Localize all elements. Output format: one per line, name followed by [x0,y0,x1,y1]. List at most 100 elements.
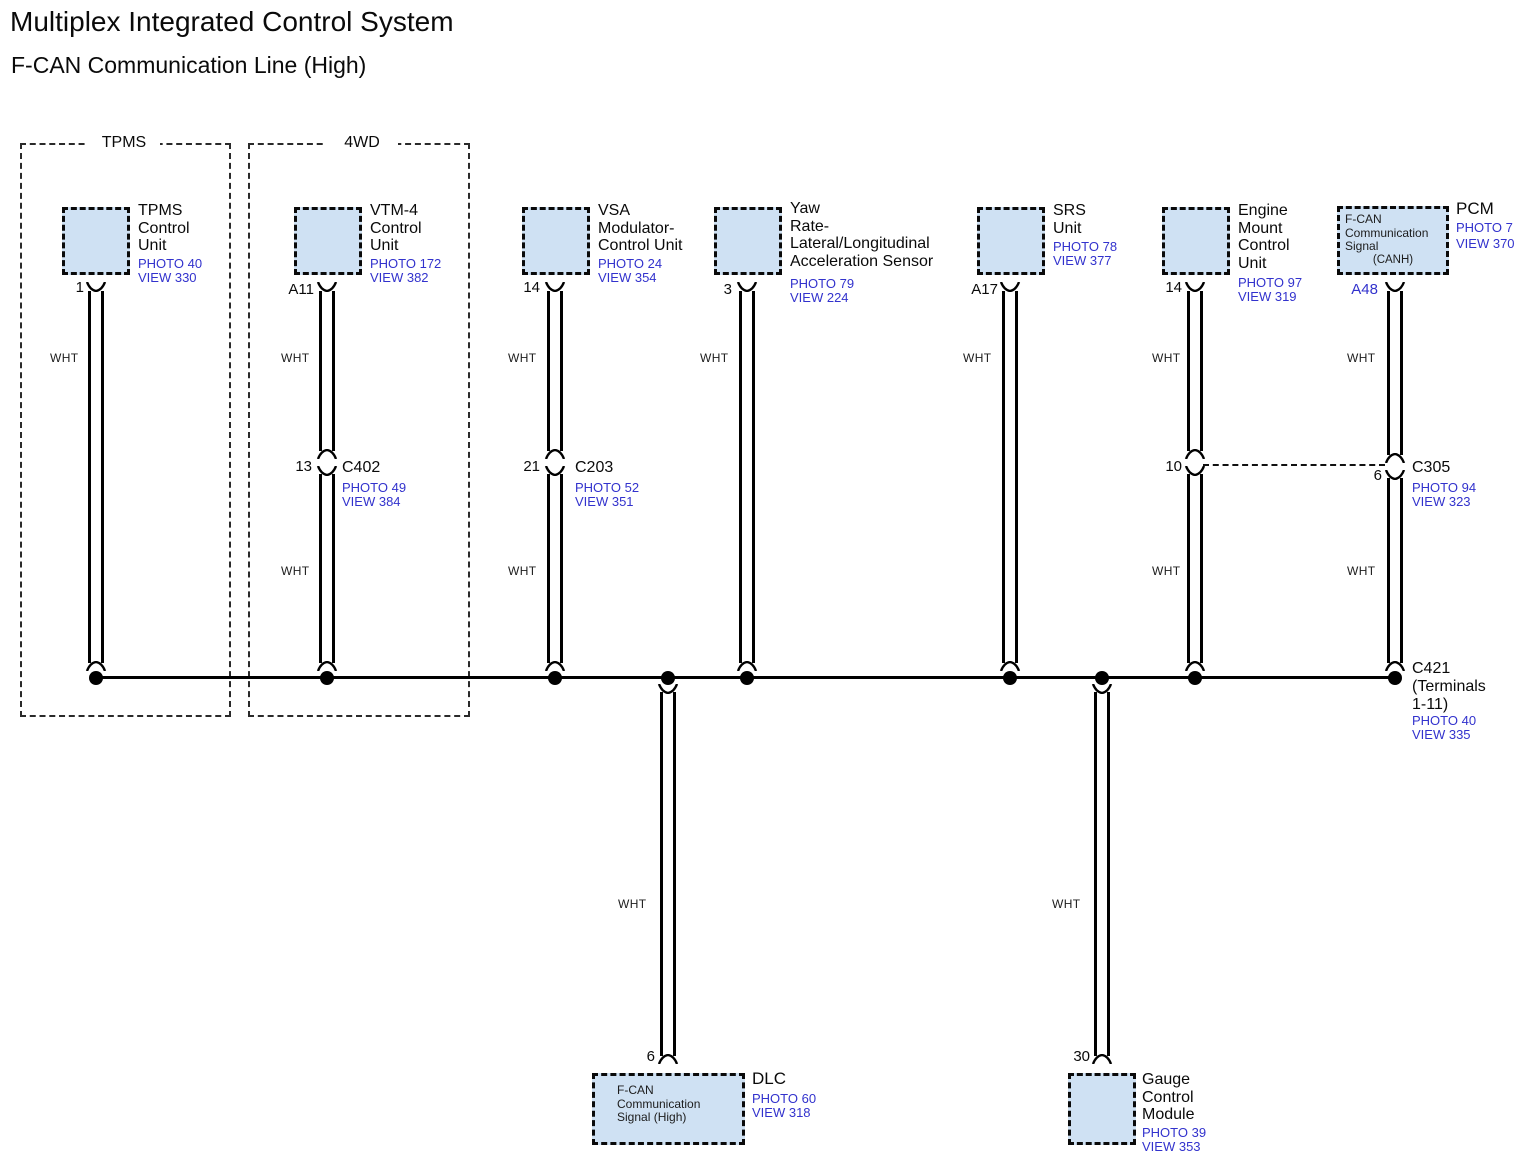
wire-terminal-icon [1091,1054,1113,1064]
wire-terminal-icon [316,449,338,459]
wire-terminal-icon [1184,282,1206,292]
srs-unit-box [977,207,1045,275]
c402-label: C402 [342,459,381,476]
wire-color-label: WHT [1347,564,1376,578]
pcm-photo-link[interactable]: PHOTO 7 [1456,220,1513,235]
gauge-label: Gauge Control Module [1142,1071,1195,1123]
pcm-inner-label: F-CAN Communication Signal [1345,212,1429,253]
c305-right-pin: 6 [1373,467,1382,484]
c421-view-link[interactable]: VIEW 335 [1412,727,1471,742]
junction-dot [1003,671,1017,685]
c305-left-pin: 10 [1165,458,1182,475]
vtm4-view-link[interactable]: VIEW 382 [370,270,429,285]
tpms-control-unit-box [62,207,130,275]
tpms-group-label: TPMS [88,134,160,152]
gauge-pin: 30 [1073,1048,1090,1065]
wire-color-label: WHT [508,564,537,578]
dlc-view-link[interactable]: VIEW 318 [752,1105,811,1120]
wire-engine-upper [1187,291,1203,451]
page-title: Multiplex Integrated Control System [10,6,454,37]
junction-dot [320,671,334,685]
4wd-group-label: 4WD [326,134,398,152]
dlc-inner-label: F-CAN Communication Signal (High) [617,1083,701,1124]
c305-dashed-link [1203,464,1385,466]
wire-gauge-drop [1094,692,1110,1056]
engine-mount-box [1162,207,1230,275]
vsa-view-link[interactable]: VIEW 354 [598,270,657,285]
c402-photo-link[interactable]: PHOTO 49 [342,480,407,495]
c305-label: C305 [1412,459,1451,476]
wire-color-label: WHT [281,351,310,365]
junction-dot [89,671,103,685]
wire-terminal-icon [1184,449,1206,459]
wire-terminal-icon [544,282,566,292]
wire-terminal-icon [85,282,107,292]
tpms-photo-link[interactable]: PHOTO 40 [138,256,203,271]
c305-photo-link[interactable]: PHOTO 94 [1412,480,1477,495]
wire-color-label: WHT [1152,564,1181,578]
wire-color-label: WHT [281,564,310,578]
yaw-view-link[interactable]: VIEW 224 [790,290,849,305]
yaw-photo-link[interactable]: PHOTO 79 [790,276,855,291]
wire-color-label: WHT [1052,897,1081,911]
wire-color-label: WHT [50,351,79,365]
wire-terminal-icon [1184,466,1206,476]
c203-view-link[interactable]: VIEW 351 [575,494,634,509]
srs-photo-link[interactable]: PHOTO 78 [1053,239,1118,254]
wire-terminal-icon [544,466,566,476]
wire-terminal-icon [736,661,758,671]
c305-view-link[interactable]: VIEW 323 [1412,494,1471,509]
c421-label: C421 (Terminals 1-11) [1412,660,1486,713]
gauge-control-module-box [1068,1073,1136,1145]
junction-dot [661,671,675,685]
pcm-pin-link[interactable]: A48 [1351,281,1378,298]
tpms-pin: 1 [75,279,84,296]
pcm-canh-label: (CANH) [1372,254,1414,266]
engine-label: Engine Mount Control Unit [1238,202,1290,272]
gauge-photo-link[interactable]: PHOTO 39 [1142,1125,1207,1140]
wire-color-label: WHT [1152,351,1181,365]
gauge-view-link[interactable]: VIEW 353 [1142,1139,1201,1154]
wire-srs [1002,291,1018,663]
vsa-modulator-box [522,207,590,275]
junction-dot [1188,671,1202,685]
engine-photo-link[interactable]: PHOTO 97 [1238,275,1303,290]
tpms-view-link[interactable]: VIEW 330 [138,270,197,285]
c203-photo-link[interactable]: PHOTO 52 [575,480,640,495]
wire-vtm4-lower [319,474,335,663]
engine-view-link[interactable]: VIEW 319 [1238,289,1297,304]
vsa-pin: 14 [523,279,540,296]
wire-dlc-drop [660,692,676,1056]
wire-engine-lower [1187,474,1203,663]
tpms-label: TPMS Control Unit [138,202,190,254]
pcm-view-link[interactable]: VIEW 370 [1456,236,1515,251]
wire-terminal-icon [657,684,679,694]
c203-label: C203 [575,459,614,476]
wire-terminal-icon [1384,453,1406,463]
wire-color-label: WHT [508,351,537,365]
c402-pin: 13 [295,458,312,475]
srs-view-link[interactable]: VIEW 377 [1053,253,1112,268]
junction-dot [740,671,754,685]
wire-terminal-icon [544,661,566,671]
dlc-label: DLC [752,1069,787,1088]
vtm4-control-unit-box [294,207,362,275]
wire-terminal-icon [736,282,758,292]
junction-dot [1388,671,1402,685]
vtm4-photo-link[interactable]: PHOTO 172 [370,256,442,271]
c402-view-link[interactable]: VIEW 384 [342,494,401,509]
wire-yaw [739,291,755,663]
wire-terminal-icon [316,282,338,292]
wire-terminal-icon [1091,684,1113,694]
wire-terminal-icon [316,661,338,671]
wire-terminal-icon [657,1054,679,1064]
wire-terminal-icon [1184,661,1206,671]
vsa-photo-link[interactable]: PHOTO 24 [598,256,663,271]
wire-terminal-icon [1384,661,1406,671]
vsa-label: VSA Modulator- Control Unit [598,202,683,254]
dlc-photo-link[interactable]: PHOTO 60 [752,1091,817,1106]
yaw-label: Yaw Rate- Lateral/Longitudinal Accelerat… [790,200,934,270]
c421-photo-link[interactable]: PHOTO 40 [1412,713,1477,728]
wire-vtm4-upper [319,291,335,451]
